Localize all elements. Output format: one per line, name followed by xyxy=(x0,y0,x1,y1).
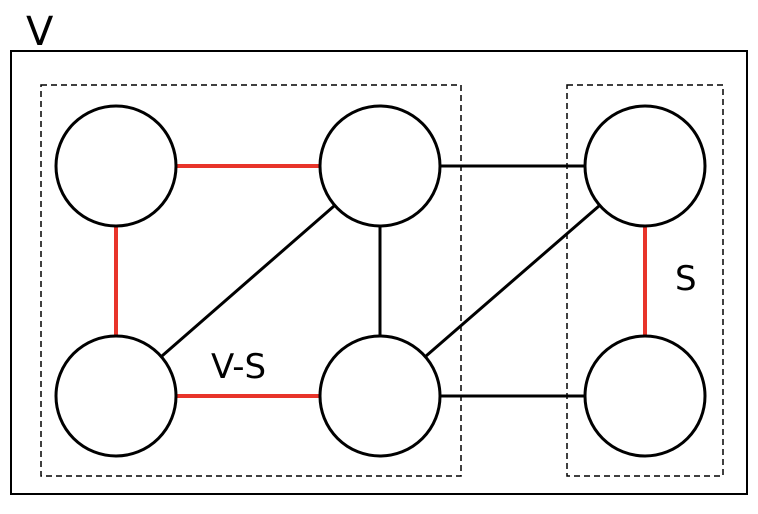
label-v: V xyxy=(26,9,54,55)
node-n4 xyxy=(54,334,178,458)
node-n6 xyxy=(583,334,707,458)
edge-n5-n3 xyxy=(424,204,601,358)
outer-set-box xyxy=(10,50,748,495)
node-n3 xyxy=(583,104,707,228)
edge-n2-n4 xyxy=(160,204,336,358)
group-s-box xyxy=(566,84,724,477)
label-s: S xyxy=(675,259,697,299)
node-n2 xyxy=(318,104,442,228)
nodes-layer xyxy=(54,104,707,458)
node-n1 xyxy=(54,104,178,228)
group-v-minus-s-box xyxy=(40,84,462,477)
node-n5 xyxy=(318,334,442,458)
label-v-minus-s: V-S xyxy=(211,347,266,387)
edges-layer xyxy=(114,164,647,398)
